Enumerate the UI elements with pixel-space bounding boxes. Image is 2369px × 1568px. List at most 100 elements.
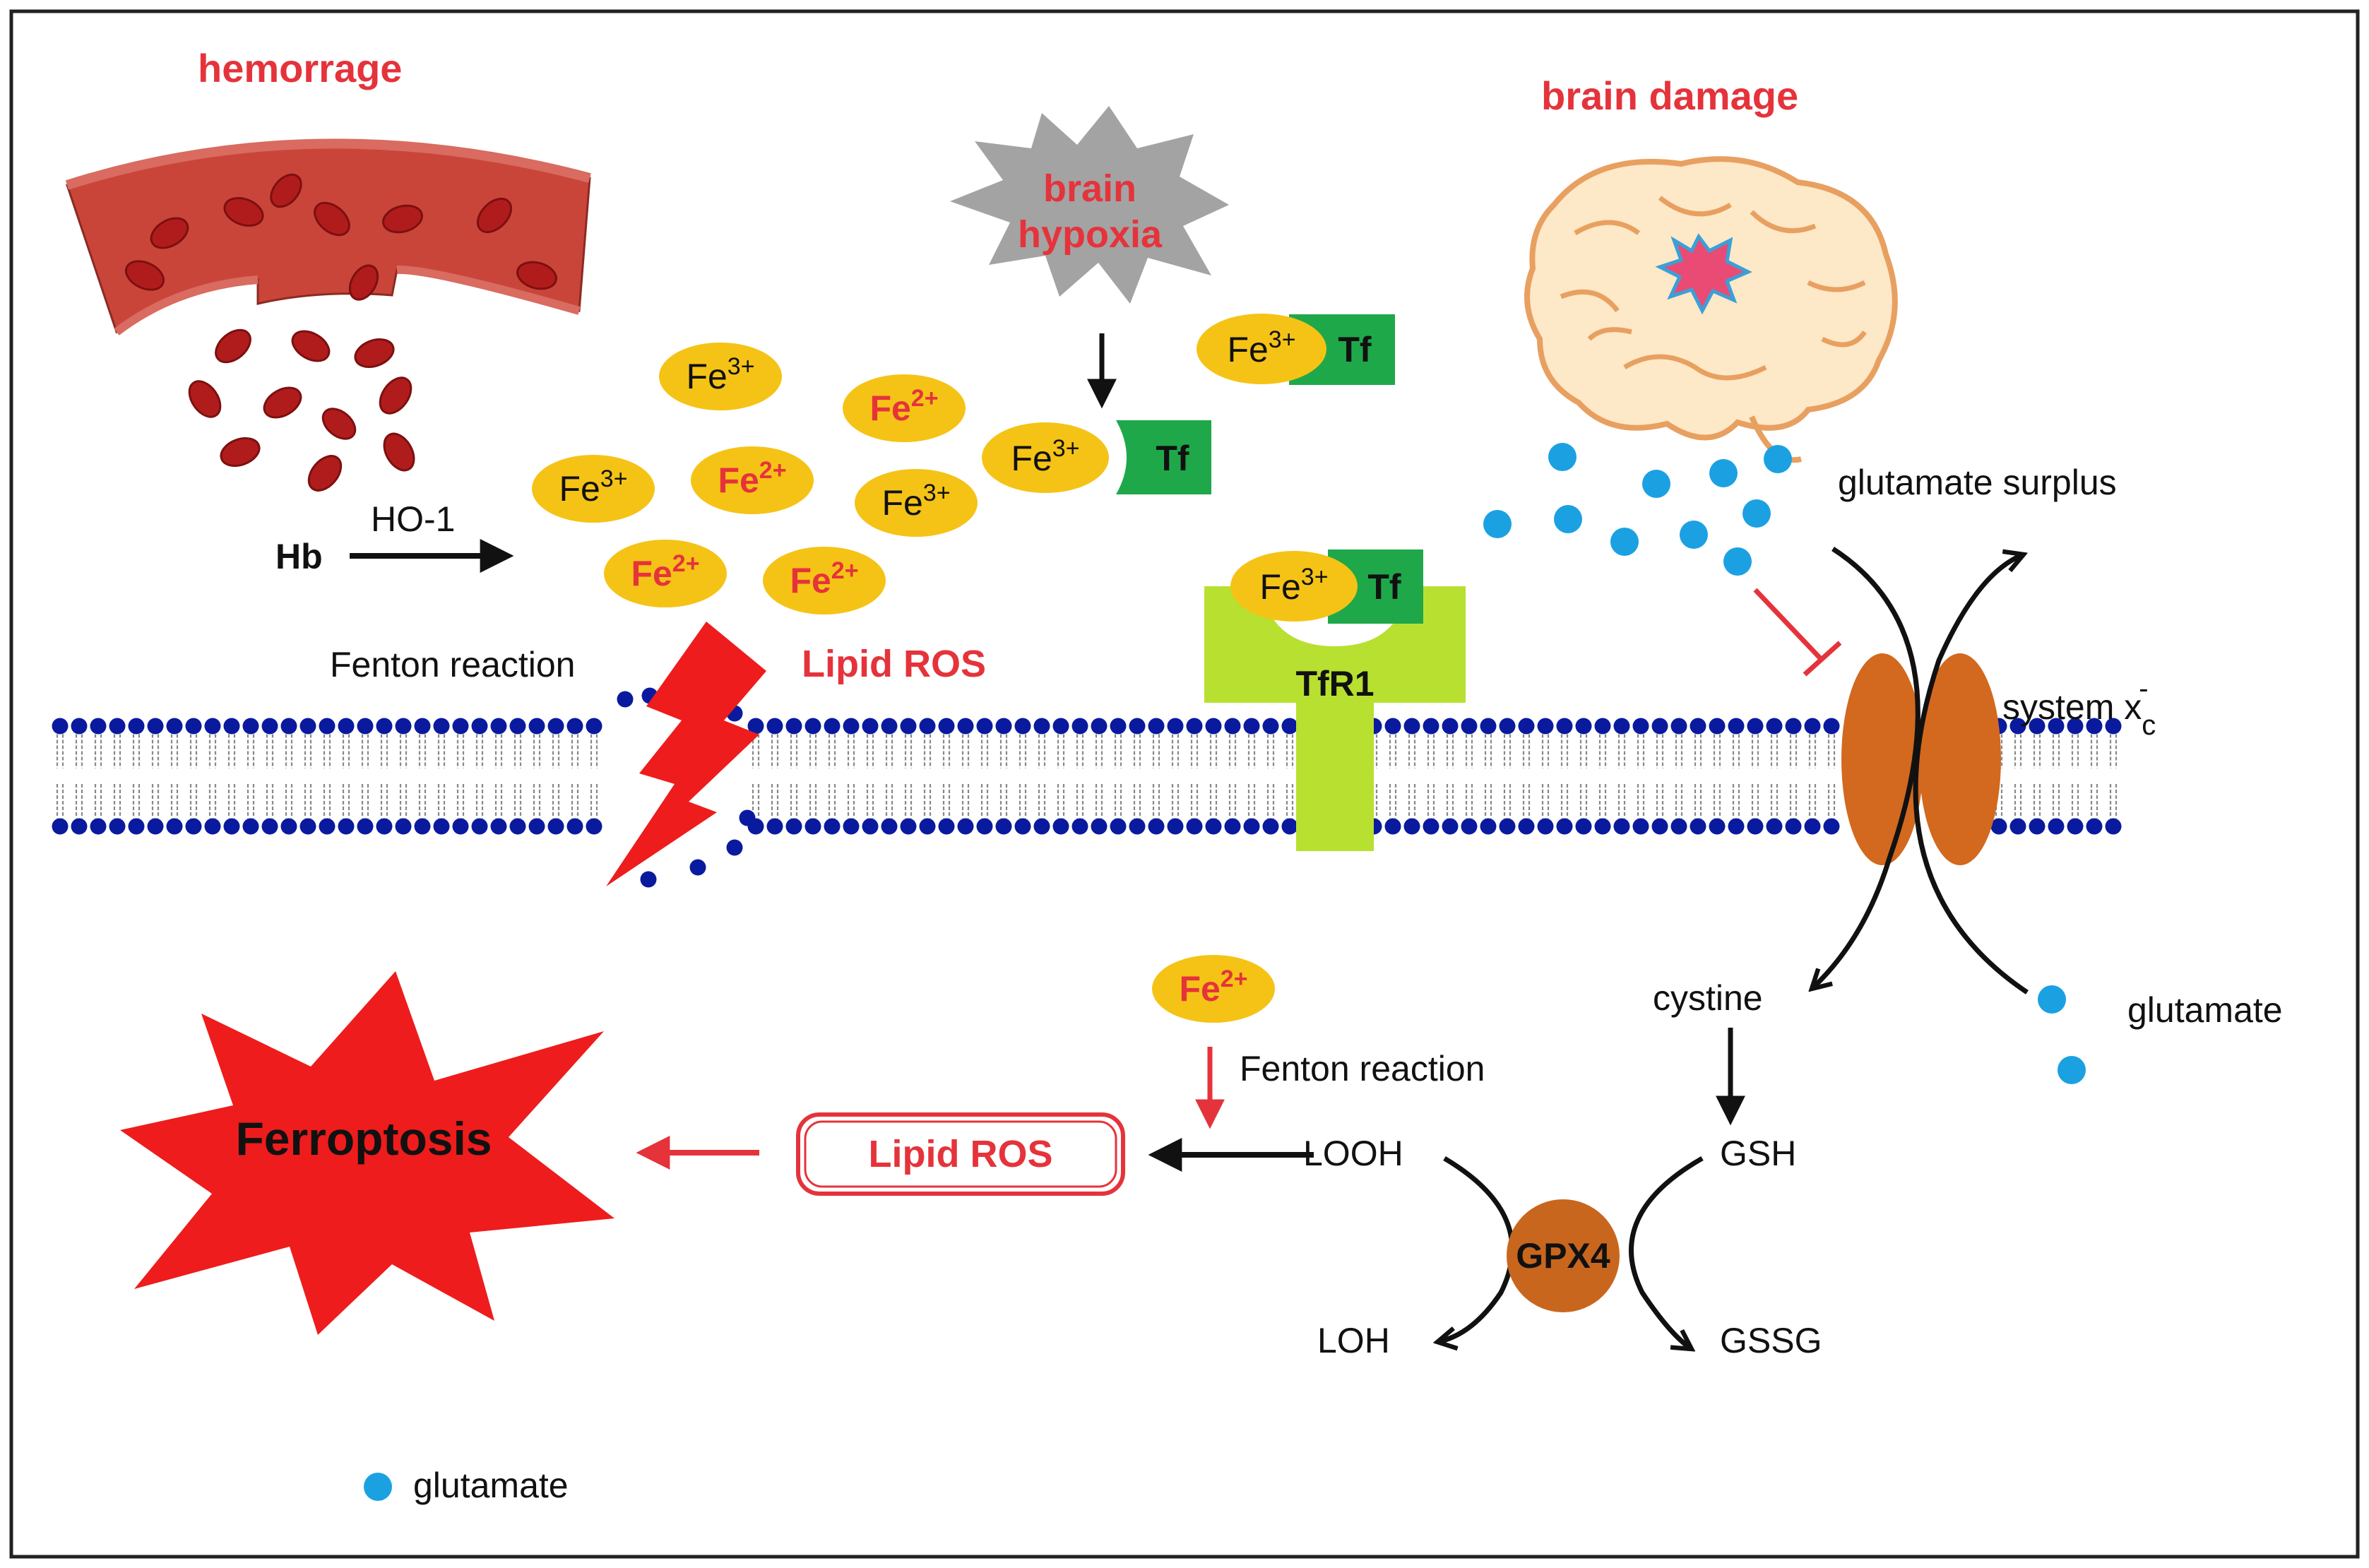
hb-label: Hb (275, 537, 323, 576)
lipid-head (2048, 818, 2065, 835)
lipid-head (2105, 718, 2122, 735)
lipid-head (1033, 718, 1050, 735)
lipid-head (128, 718, 145, 735)
lipid-head (204, 718, 221, 735)
iron-ion-fe2-fenton: Fe2+ (1152, 955, 1275, 1023)
lipid-head (1461, 818, 1478, 835)
lipid-head (1148, 818, 1165, 835)
lipid-head (261, 818, 278, 835)
lipid-head (785, 718, 802, 735)
lipid-head (2105, 818, 2122, 835)
ferroptosis-burst (120, 971, 614, 1335)
svg-text:Fe2+: Fe2+ (718, 457, 786, 500)
ferroptosis-label: Ferroptosis (235, 1112, 492, 1165)
lipid-head (995, 818, 1012, 835)
lipid-head (376, 818, 393, 835)
lipid-head (1052, 818, 1069, 835)
lipid-head-disrupted (617, 691, 634, 708)
lipid-head (166, 818, 183, 835)
lipid-head (1499, 818, 1516, 835)
lipid-head (1670, 718, 1687, 735)
lipid-head (919, 818, 936, 835)
lipid-head (1613, 718, 1630, 735)
lipid-head (1575, 718, 1592, 735)
lipid-head (843, 718, 860, 735)
lipid-head (261, 718, 278, 735)
lipid-head (109, 718, 126, 735)
lipid-head (1823, 718, 1840, 735)
lipid-head (1632, 818, 1649, 835)
svg-text:Fe3+: Fe3+ (1259, 564, 1328, 607)
lipid-head (2048, 718, 2065, 735)
lipid-head (1690, 818, 1706, 835)
fenton-reaction-bottom-label: Fenton reaction (1240, 1049, 1485, 1088)
lipid-head (995, 718, 1012, 735)
looh-label: LOOH (1303, 1134, 1403, 1173)
lipid-head (90, 718, 107, 735)
system-xc-transporter (1841, 653, 2001, 865)
brain-hypoxia-label-line2: hypoxia (1018, 213, 1163, 256)
lipid-head (785, 818, 802, 835)
lipid-head (900, 818, 917, 835)
lipid-head (1556, 818, 1573, 835)
lipid-head (1518, 818, 1535, 835)
lipid-head (1071, 718, 1088, 735)
iron-ion-fe3-3: Fe3+ (855, 469, 978, 537)
glutamate-surplus-label: glutamate surplus (1838, 463, 2117, 502)
brain-lesion (1655, 233, 1752, 315)
lipid-ros-box-label: Lipid ROS (869, 1133, 1053, 1175)
lipid-head-disrupted (689, 859, 706, 876)
lipid-head (528, 818, 545, 835)
lipid-head (509, 818, 526, 835)
lipid-ros-box (796, 1112, 1125, 1196)
lipid-head (1033, 818, 1050, 835)
lipid-head (52, 718, 69, 735)
lipid-head (1480, 718, 1497, 735)
lipid-head (1129, 718, 1146, 735)
lipid-head (223, 718, 240, 735)
lipid-ros-top-label: Lipid ROS (802, 643, 986, 685)
lipid-head (1556, 718, 1573, 735)
lipid-head (1384, 818, 1401, 835)
lipid-head (471, 818, 488, 835)
fe3-tf-complex-receptor: Fe3+ Tf (1230, 550, 1423, 624)
lipid-head (1709, 818, 1726, 835)
lipid-head (1052, 718, 1069, 735)
fe3-tf-complex-top: Fe3+ Tf (1197, 314, 1395, 385)
lipid-head (766, 818, 783, 835)
brain-hypoxia-burst (950, 106, 1229, 304)
lipid-head (280, 818, 297, 835)
lipid-head (938, 818, 955, 835)
lipid-head (2067, 718, 2084, 735)
iron-ion-fe2-2: Fe2+ (691, 446, 814, 514)
lipid-head (1148, 718, 1165, 735)
lipid-head (547, 718, 564, 735)
svg-text:Fe3+: Fe3+ (559, 465, 627, 509)
legend-glutamate-dot (364, 1473, 392, 1501)
lipid-head (185, 818, 202, 835)
lipid-head (1651, 818, 1668, 835)
lipid-head (90, 818, 107, 835)
lipid-head (1384, 718, 1401, 735)
brain-damage-label: brain damage (1541, 73, 1798, 118)
lipid-head (452, 818, 469, 835)
lipid-head (1224, 718, 1241, 735)
lipid-head (957, 818, 974, 835)
lipid-head (1014, 818, 1031, 835)
lipid-head (299, 718, 316, 735)
lipid-head (747, 718, 764, 735)
brain-hypoxia-label-line1: brain (1043, 167, 1136, 210)
lipid-head (1243, 818, 1260, 835)
lipid-head (1480, 818, 1497, 835)
lipid-head (1205, 818, 1222, 835)
lipid-head (338, 818, 355, 835)
lipid-head (900, 718, 917, 735)
lipid-head (204, 818, 221, 835)
cystine-label: cystine (1653, 978, 1763, 1018)
lipid-head (1167, 818, 1184, 835)
lipid-head (109, 818, 126, 835)
cystine-import-arrow (1812, 547, 1920, 989)
svg-text:Fe2+: Fe2+ (790, 557, 858, 600)
lipid-head (414, 818, 431, 835)
